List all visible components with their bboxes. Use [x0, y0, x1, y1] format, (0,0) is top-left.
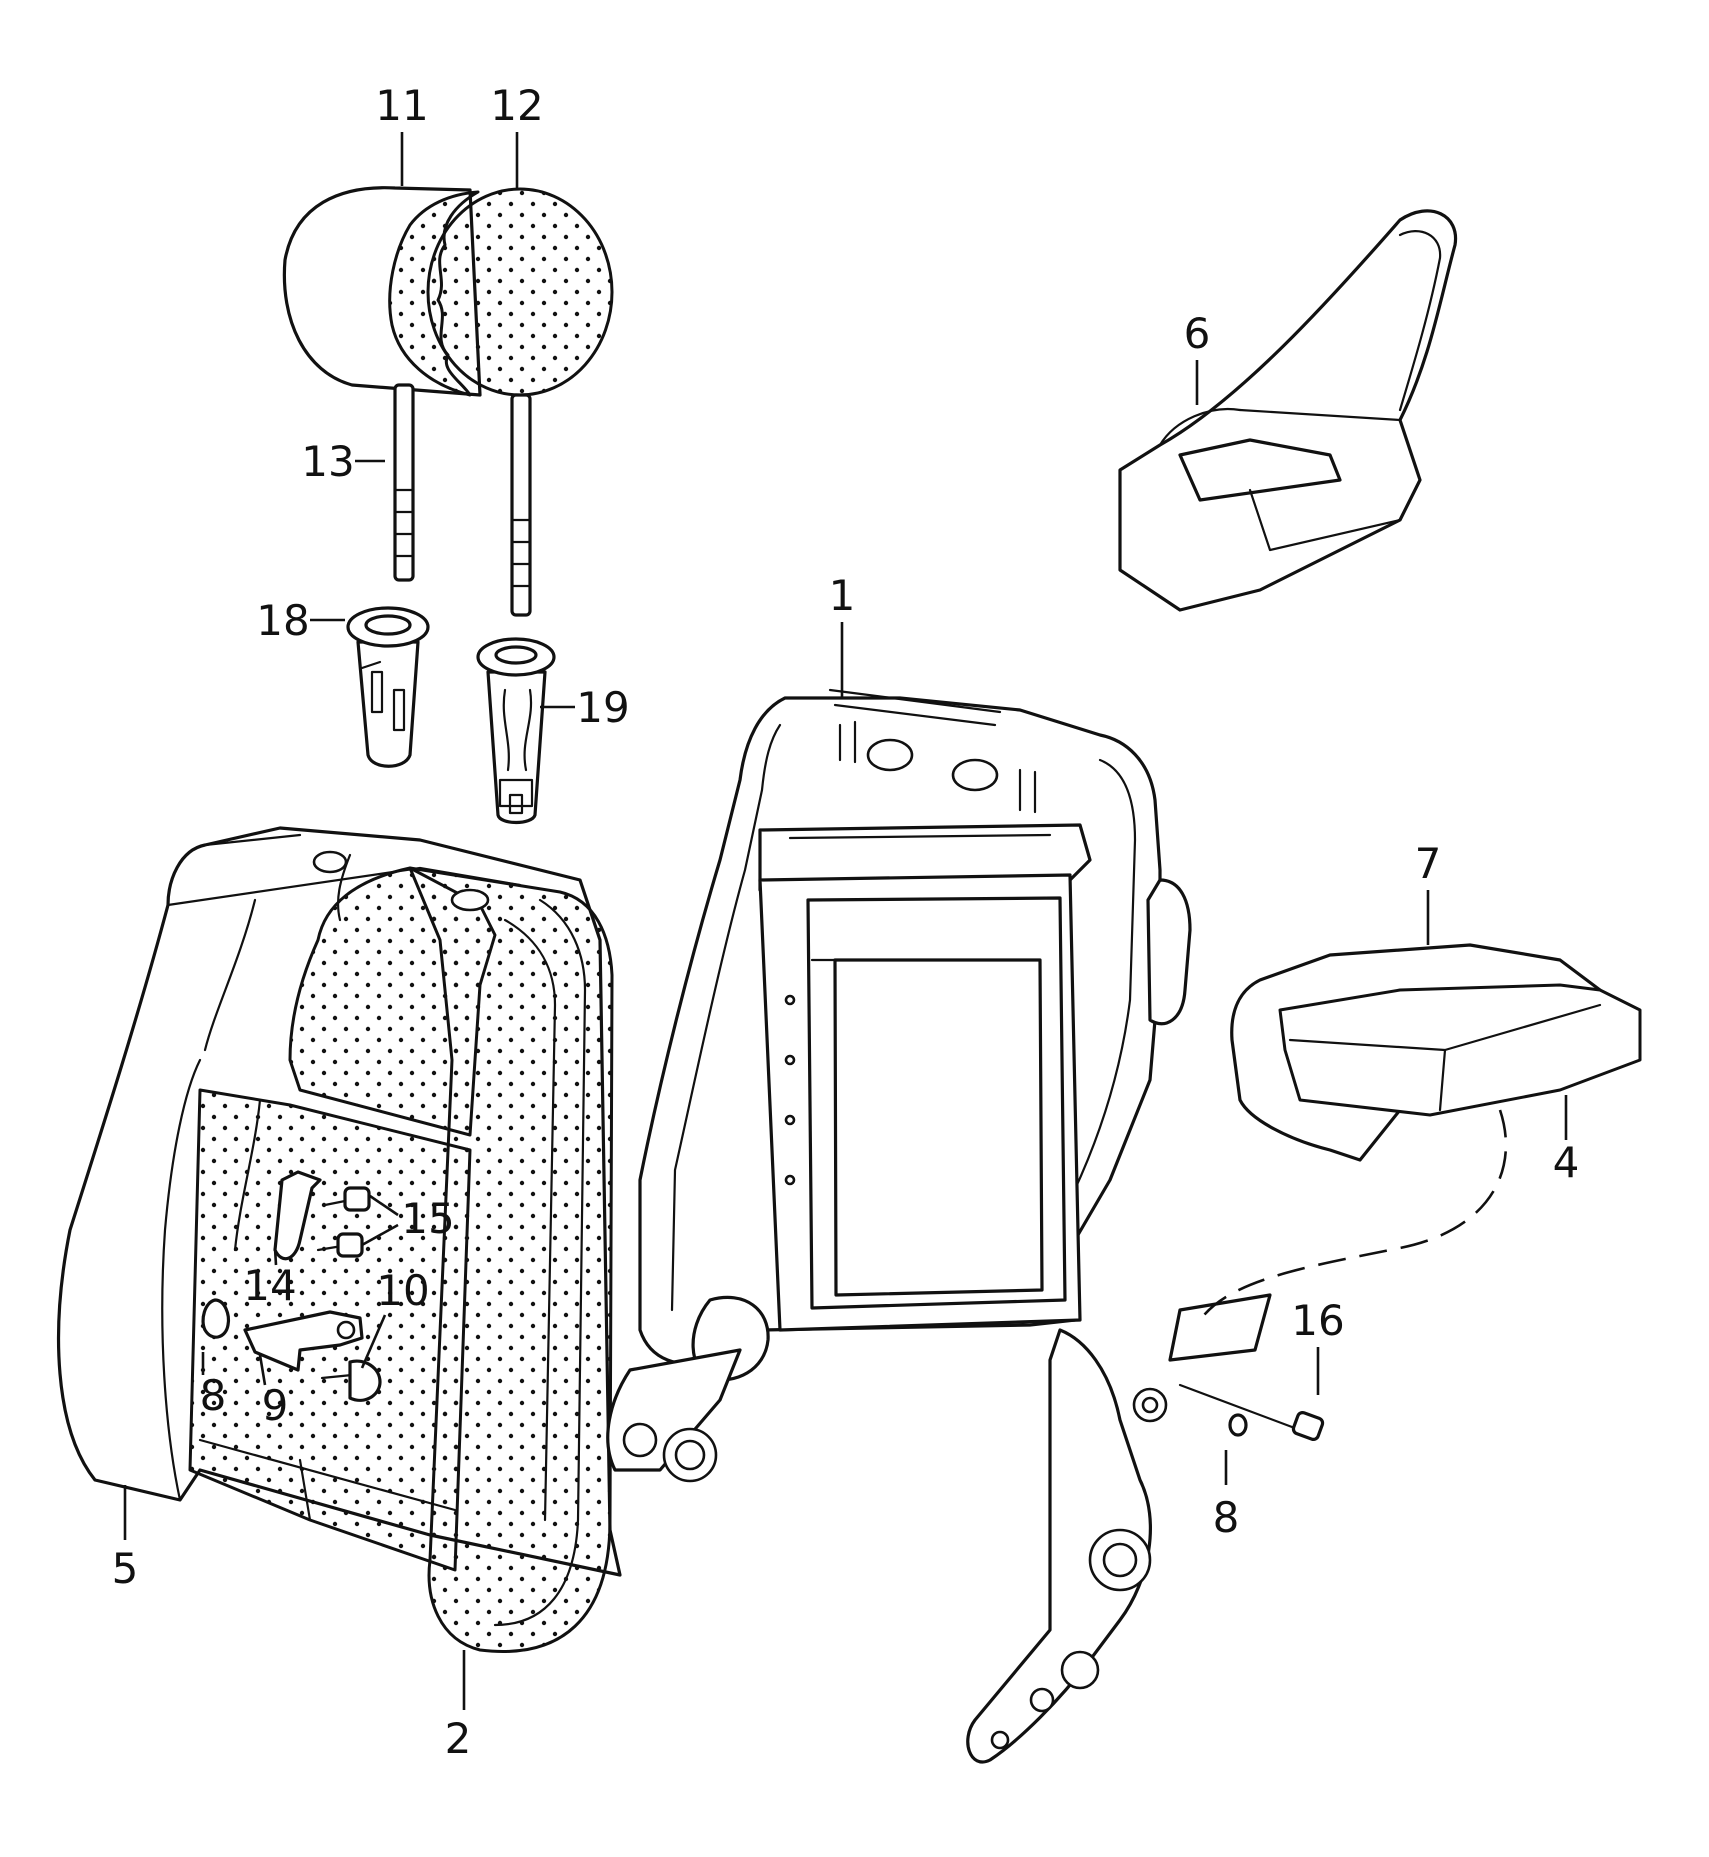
- headrest-guide-rods: [393, 383, 532, 617]
- backrest-foam-pad: [188, 866, 614, 1653]
- side-bolster-pad: [1118, 209, 1458, 612]
- leader-lines: [123, 132, 1568, 1710]
- screw-upper: [323, 1186, 371, 1212]
- callout-2: 2: [445, 1714, 472, 1763]
- seat-pan-plate: [1168, 1293, 1272, 1362]
- callout-8-right: 8: [1213, 1493, 1240, 1542]
- callout-10: 10: [376, 1266, 429, 1315]
- callout-16: 16: [1291, 1296, 1344, 1345]
- callout-19: 19: [576, 683, 629, 732]
- callout-8-left: 8: [200, 1371, 227, 1420]
- callout-11: 11: [375, 81, 428, 130]
- release-lever: [201, 1298, 364, 1372]
- callout-13: 13: [301, 437, 354, 486]
- callout-7: 7: [1415, 839, 1442, 888]
- callout-labels: 11 12 13 18 19 6 1 7 4 15 14 10 8 9 16 8…: [112, 81, 1580, 1763]
- callout-1: 1: [829, 571, 856, 620]
- clip-8: [1228, 1413, 1248, 1437]
- callout-12: 12: [490, 81, 543, 130]
- locking-pin: [1178, 1383, 1325, 1441]
- guide-sleeve-right: [476, 637, 556, 825]
- headrest: [282, 186, 614, 397]
- guide-sleeve-left: [346, 606, 430, 768]
- callout-6: 6: [1184, 309, 1211, 358]
- callout-4: 4: [1553, 1138, 1580, 1187]
- backrest-frame: [606, 688, 1192, 1764]
- callout-14: 14: [243, 1261, 296, 1310]
- callout-18: 18: [256, 596, 309, 645]
- callout-9: 9: [262, 1381, 289, 1430]
- callout-5: 5: [112, 1544, 139, 1593]
- callout-15: 15: [401, 1194, 454, 1243]
- seat-cushion-cover: [1230, 943, 1642, 1162]
